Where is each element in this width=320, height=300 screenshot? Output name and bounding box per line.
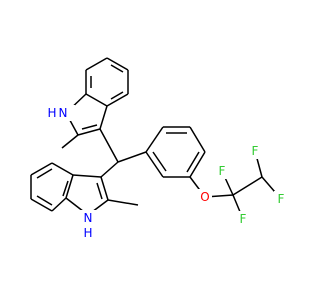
atom-labels: H N N H O F F F F <box>43 105 288 242</box>
atom-label-h-lower: H <box>83 226 92 240</box>
atom-label-f4: F <box>278 192 285 206</box>
bond-lines <box>30 57 282 220</box>
nh-group-lower: N H <box>80 210 98 242</box>
atom-label-f2: F <box>240 212 247 226</box>
atom-label-n-lower: N <box>84 211 93 225</box>
atom-label-n-upper: N <box>59 106 68 120</box>
nh-group-upper: H N <box>43 105 75 121</box>
atom-label-o: O <box>200 190 209 204</box>
fluorine-3: F <box>248 143 262 159</box>
atom-label-h-upper: H <box>47 106 56 120</box>
fluorine-4: F <box>274 191 288 207</box>
fluorine-2: F <box>236 211 250 227</box>
chemical-structure: H N N H O F F F F <box>30 57 288 242</box>
atom-label-f1: F <box>219 164 226 178</box>
fluorine-1: F <box>215 163 229 179</box>
ether-oxygen: O <box>198 189 212 205</box>
atom-label-f3: F <box>252 144 259 158</box>
